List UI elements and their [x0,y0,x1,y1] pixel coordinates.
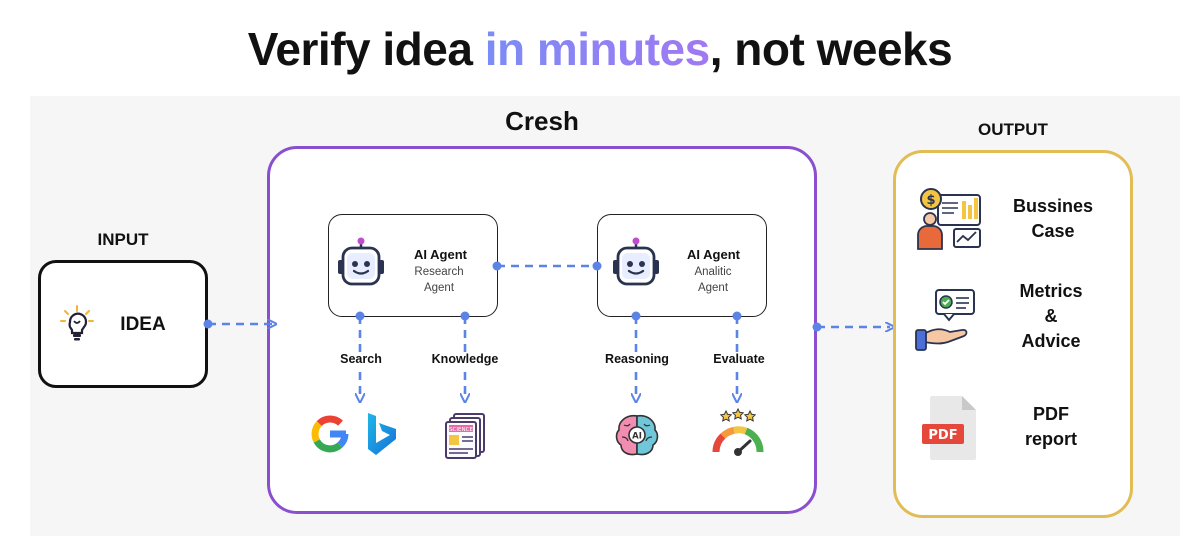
headline-text-before: Verify idea [247,23,485,75]
svg-text:$: $ [926,193,935,208]
robot-icon [338,237,384,286]
svg-text:SCIENCE: SCIENCE [449,427,473,433]
lightbulb-head-icon [60,305,94,341]
knowledge-label: Knowledge [415,352,515,366]
analitic-agent-subtitle-1: Analitic [694,266,732,278]
input-heading: INPUT [97,230,149,249]
cresh-heading: Cresh [505,106,579,136]
analitic-agent-title: AI Agent [687,247,740,262]
metrics-advice-line1: Metrics [1019,281,1083,301]
science-papers-icon: SCIENCE [445,413,485,459]
bing-icon [368,413,396,455]
research-agent-subtitle-2: Agent [423,282,455,294]
google-icon [311,415,349,453]
cresh-box [267,146,817,514]
headline-accent: in minutes [484,23,711,75]
ai-brain-icon: AI [615,414,659,456]
reasoning-label: Reasoning [587,352,687,366]
evaluate-label: Evaluate [689,352,789,366]
metrics-advice-line2: & [1044,306,1058,326]
analitic-agent-subtitle-2: Agent [697,282,729,294]
pdf-file-icon: PDF [922,396,976,460]
rating-gauge-icon [712,408,764,456]
svg-text:AI: AI [632,432,642,442]
idea-label: IDEA [120,314,166,335]
business-case-icon: $ [917,188,981,250]
headline: Verify idea in minutes, not weeks [0,22,1200,76]
svg-text:PDF: PDF [928,428,957,443]
pdf-report-line2: report [1024,429,1077,449]
business-case-line2: Case [1031,221,1075,241]
research-agent-title: AI Agent [414,247,467,262]
metrics-advice-icon [915,289,975,351]
output-heading: OUTPUT [978,120,1048,139]
business-case-line1: Bussines [1012,196,1094,216]
robot-icon [613,237,659,286]
metrics-advice-line3: Advice [1021,331,1081,351]
search-label: Search [311,352,411,366]
pdf-report-line1: PDF [1033,404,1069,424]
headline-text-after: , not weeks [709,23,953,75]
research-agent-subtitle-1: Research [414,266,464,278]
